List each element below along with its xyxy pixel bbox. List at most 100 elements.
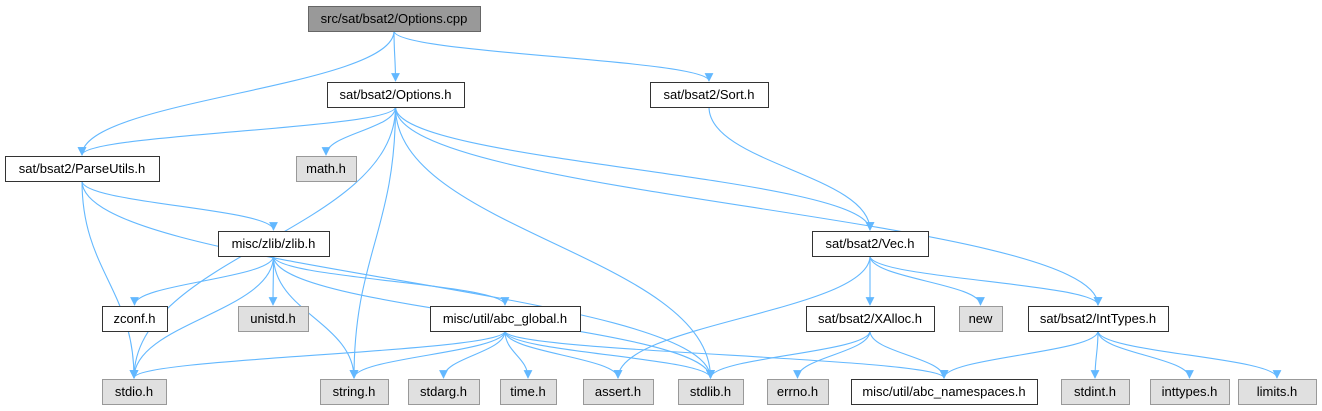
node-label-new: new	[969, 311, 993, 326]
node-options-h[interactable]: sat/bsat2/Options.h	[327, 82, 465, 108]
edge-abc-global-h-to-string-h	[349, 330, 506, 379]
node-box-zconf-h	[102, 306, 168, 332]
node-box-vec-h	[812, 231, 929, 257]
node-stdarg-h: stdarg.h	[408, 379, 480, 405]
edge-options-cpp-to-sort-h	[393, 30, 714, 82]
node-label-xalloc-h: sat/bsat2/XAlloc.h	[818, 311, 922, 326]
node-label-vec-h: sat/bsat2/Vec.h	[826, 236, 915, 251]
node-box-stdarg-h	[408, 379, 480, 405]
node-label-unistd-h: unistd.h	[250, 311, 296, 326]
node-box-zlib-h	[218, 231, 330, 257]
node-label-stdio-h: stdio.h	[115, 384, 153, 399]
node-label-inttypes-h: inttypes.h	[1162, 384, 1218, 399]
node-label-time-h: time.h	[510, 384, 545, 399]
edge-vec-h-to-inttypes-hdr	[869, 255, 1103, 306]
edge-options-h-to-stdlib-h	[394, 106, 715, 379]
node-label-errno-h: errno.h	[777, 384, 818, 399]
edge-abc-global-h-to-assert-h	[504, 330, 623, 379]
node-limits-h: limits.h	[1238, 379, 1317, 405]
edge-parseutils-h-to-zlib-h	[81, 180, 278, 231]
node-errno-h: errno.h	[767, 379, 829, 405]
edge-options-h-to-parseutils-h	[77, 106, 397, 156]
node-box-unistd-h	[238, 306, 309, 332]
edge-abc-global-h-to-abc-namespaces-h	[504, 330, 949, 379]
node-box-math-h	[296, 156, 357, 182]
edge-zlib-h-to-stdio-h	[129, 255, 275, 379]
node-unistd-h: unistd.h	[238, 306, 309, 332]
node-label-zlib-h: misc/zlib/zlib.h	[232, 236, 316, 251]
node-options-cpp: src/sat/bsat2/Options.cpp	[308, 6, 481, 32]
node-stdio-h: stdio.h	[102, 379, 167, 405]
edge-xalloc-h-to-stdlib-h	[706, 330, 871, 379]
edge-zlib-h-to-zconf-h	[130, 255, 275, 306]
edge-inttypes-hdr-to-abc-namespaces-h	[939, 330, 1099, 379]
node-label-options-h: sat/bsat2/Options.h	[339, 87, 451, 102]
node-label-abc-namespaces-h: misc/util/abc_namespaces.h	[862, 384, 1025, 399]
node-box-errno-h	[767, 379, 829, 405]
edge-sort-h-to-vec-h	[708, 106, 875, 231]
node-box-string-h	[320, 379, 389, 405]
node-label-limits-h: limits.h	[1257, 384, 1297, 399]
node-parseutils-h[interactable]: sat/bsat2/ParseUtils.h	[5, 156, 160, 182]
node-label-assert-h: assert.h	[595, 384, 641, 399]
node-xalloc-h[interactable]: sat/bsat2/XAlloc.h	[806, 306, 935, 332]
edge-parseutils-h-to-stdio-h	[81, 180, 139, 379]
node-abc-global-h[interactable]: misc/util/abc_global.h	[430, 306, 581, 332]
node-stdint-h: stdint.h	[1061, 379, 1130, 405]
node-box-abc-global-h	[430, 306, 581, 332]
node-zlib-h[interactable]: misc/zlib/zlib.h	[218, 231, 330, 257]
node-math-h: math.h	[296, 156, 357, 182]
edge-abc-global-h-to-time-h	[504, 330, 533, 379]
edge-inttypes-hdr-to-limits-h	[1097, 330, 1282, 379]
node-box-assert-h	[583, 379, 654, 405]
node-label-sort-h: sat/bsat2/Sort.h	[663, 87, 754, 102]
edge-zlib-h-to-abc-global-h	[272, 255, 510, 306]
node-label-zconf-h: zconf.h	[114, 311, 156, 326]
edge-options-h-to-inttypes-hdr	[394, 106, 1103, 306]
node-box-limits-h	[1238, 379, 1317, 405]
node-box-options-cpp	[308, 6, 481, 32]
node-box-abc-namespaces-h	[851, 379, 1038, 405]
node-box-inttypes-hdr	[1028, 306, 1169, 332]
node-box-options-h	[327, 82, 465, 108]
node-box-xalloc-h	[806, 306, 935, 332]
edge-vec-h-to-new	[869, 255, 985, 306]
node-label-stdint-h: stdint.h	[1074, 384, 1116, 399]
edge-parseutils-h-to-stdlib-h	[81, 180, 715, 379]
node-zconf-h[interactable]: zconf.h	[102, 306, 168, 332]
edges-layer	[77, 30, 1282, 379]
node-stdlib-h: stdlib.h	[678, 379, 744, 405]
node-inttypes-hdr[interactable]: sat/bsat2/IntTypes.h	[1028, 306, 1169, 332]
nodes-layer: src/sat/bsat2/Options.cpp sat/bsat2/Optio…	[5, 6, 1317, 405]
node-string-h: string.h	[320, 379, 389, 405]
edge-xalloc-h-to-errno-h	[793, 330, 871, 379]
node-time-h: time.h	[500, 379, 557, 405]
node-sort-h[interactable]: sat/bsat2/Sort.h	[650, 82, 769, 108]
node-box-parseutils-h	[5, 156, 160, 182]
node-label-inttypes-hdr: sat/bsat2/IntTypes.h	[1040, 311, 1156, 326]
node-label-options-cpp: src/sat/bsat2/Options.cpp	[321, 11, 468, 26]
node-box-stdint-h	[1061, 379, 1130, 405]
edge-options-cpp-to-parseutils-h	[77, 30, 395, 156]
edge-xalloc-h-to-abc-namespaces-h	[869, 330, 949, 379]
node-label-string-h: string.h	[333, 384, 376, 399]
node-label-abc-global-h: misc/util/abc_global.h	[443, 311, 567, 326]
node-label-math-h: math.h	[306, 161, 346, 176]
node-label-stdlib-h: stdlib.h	[690, 384, 731, 399]
node-box-stdio-h	[102, 379, 167, 405]
node-inttypes-h: inttypes.h	[1150, 379, 1230, 405]
node-box-sort-h	[650, 82, 769, 108]
edge-options-h-to-vec-h	[394, 106, 875, 231]
node-label-stdarg-h: stdarg.h	[420, 384, 467, 399]
edge-inttypes-hdr-to-inttypes-h	[1097, 330, 1194, 379]
node-box-new	[959, 306, 1003, 332]
node-assert-h: assert.h	[583, 379, 654, 405]
edge-options-h-to-string-h	[349, 106, 397, 379]
node-box-inttypes-h	[1150, 379, 1230, 405]
edge-options-cpp-to-options-h	[391, 30, 400, 82]
node-abc-namespaces-h[interactable]: misc/util/abc_namespaces.h	[851, 379, 1038, 405]
node-vec-h[interactable]: sat/bsat2/Vec.h	[812, 231, 929, 257]
edge-zlib-h-to-string-h	[272, 255, 359, 379]
edge-abc-global-h-to-stdio-h	[129, 330, 506, 379]
